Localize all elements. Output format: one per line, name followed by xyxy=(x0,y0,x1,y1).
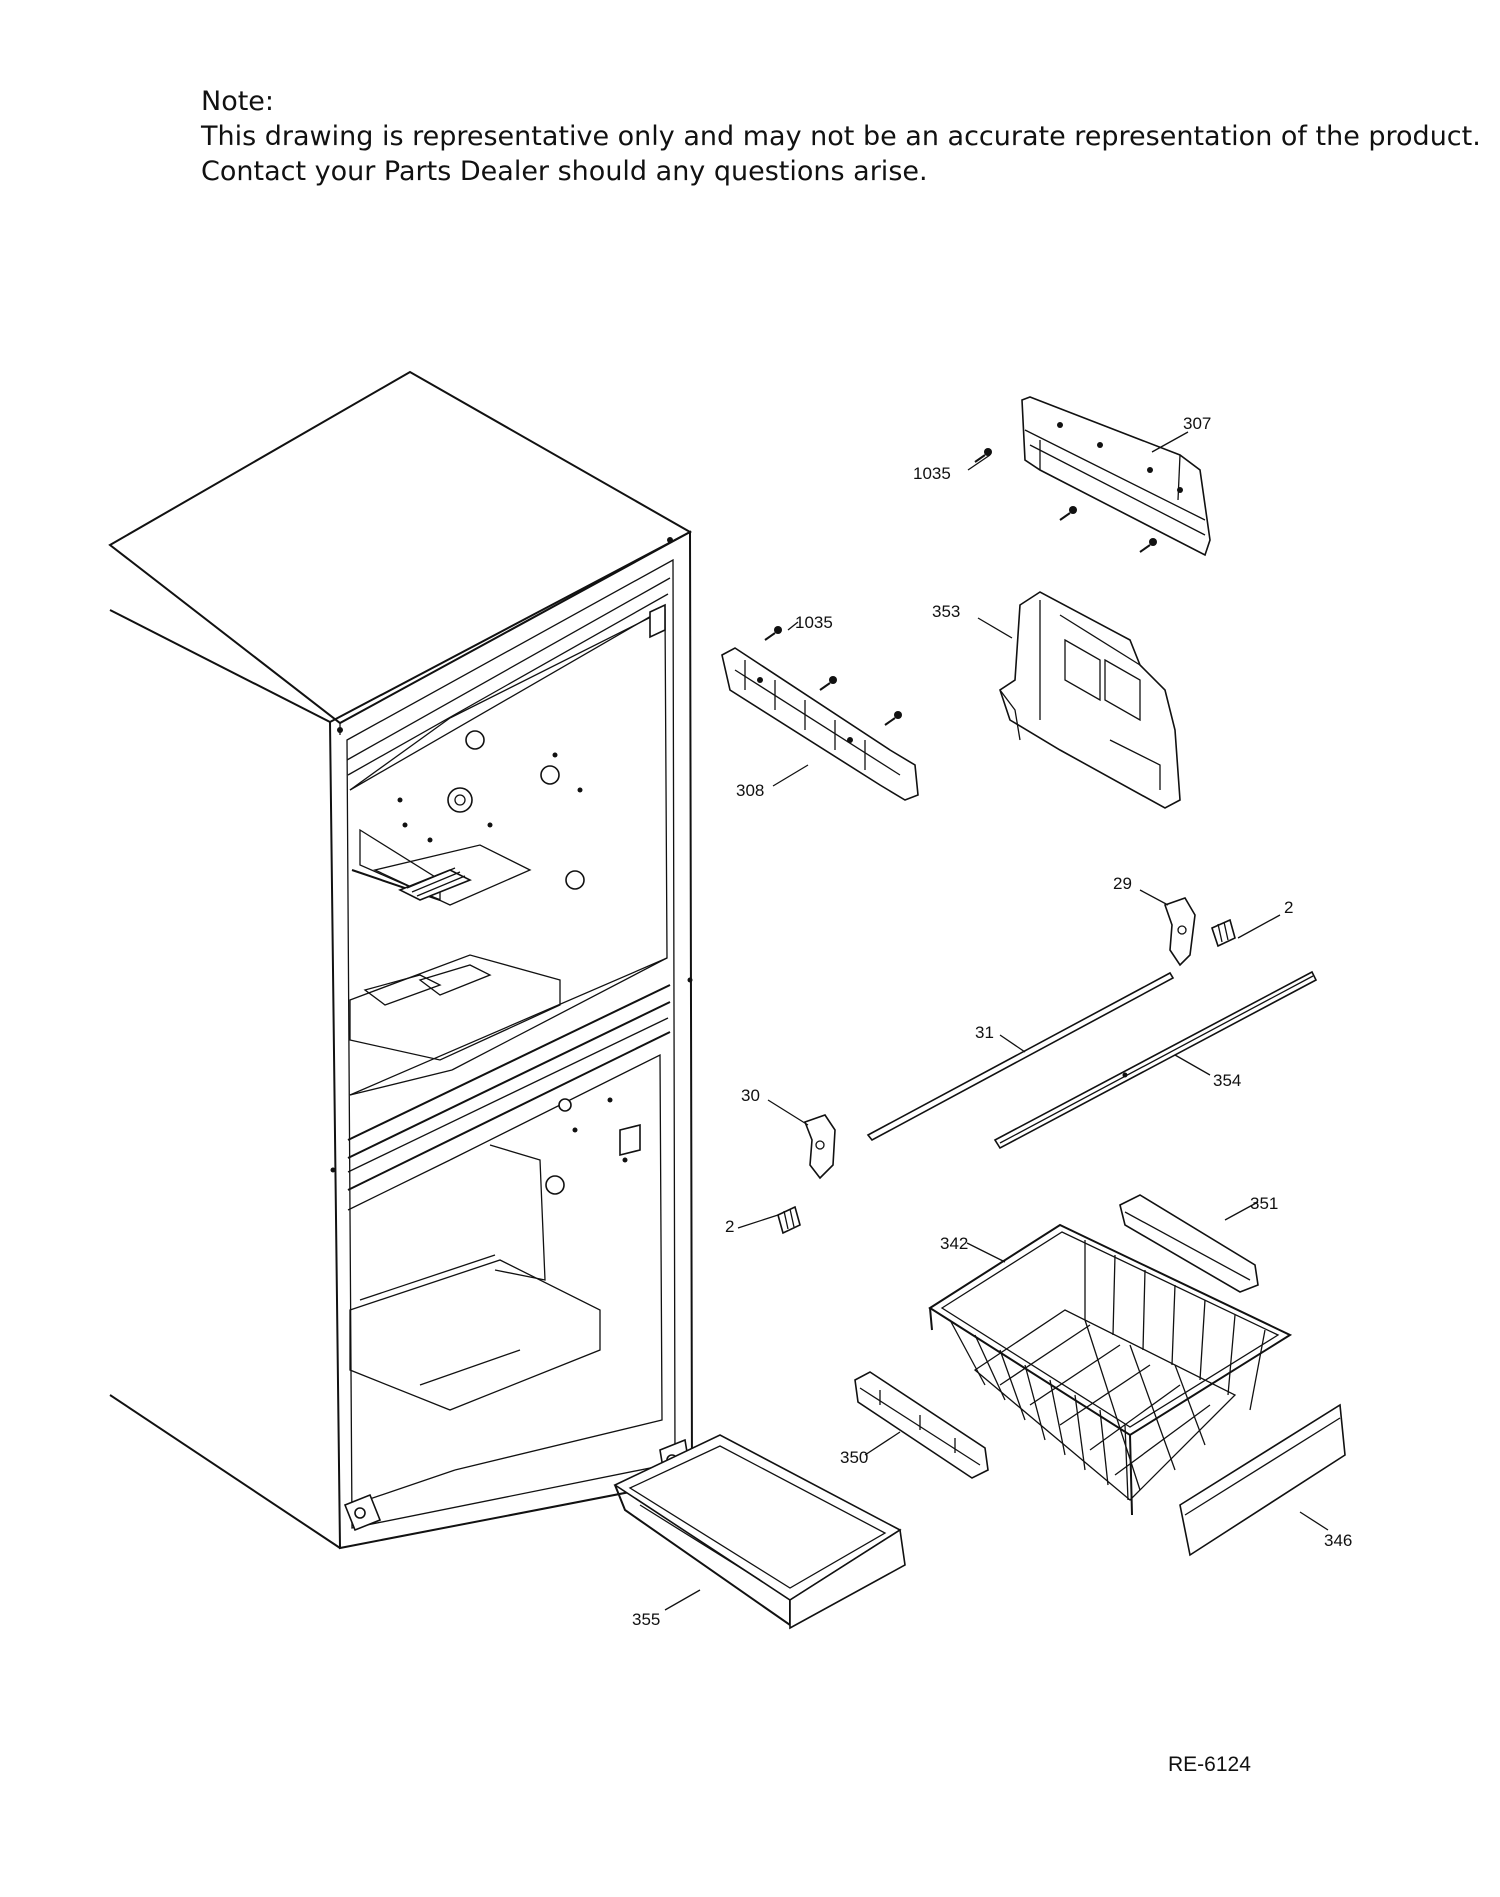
part-354-rail xyxy=(993,970,1318,1150)
callout-308: 308 xyxy=(736,781,764,800)
leader-lines xyxy=(664,431,1329,1611)
part-342-wire-basket xyxy=(928,1223,1293,1516)
callout-30: 30 xyxy=(741,1086,760,1105)
callout-2-lower: 2 xyxy=(725,1217,734,1236)
callout-2-upper: 2 xyxy=(1284,898,1293,917)
callout-351: 351 xyxy=(1250,1194,1278,1213)
vent-grille xyxy=(398,867,472,901)
part-355-pan xyxy=(613,1434,906,1630)
callout-353: 353 xyxy=(932,602,960,621)
part-29-hinge xyxy=(1163,897,1196,967)
part-2-pin-upper xyxy=(1211,918,1236,948)
part-308-bracket xyxy=(721,647,919,801)
callout-labels: 307 1035 1035 353 308 29 2 31 354 30 2 3… xyxy=(632,414,1352,1629)
screw-1035-lower xyxy=(764,626,902,726)
callout-29: 29 xyxy=(1113,874,1132,893)
callout-1035-lower: 1035 xyxy=(795,613,833,632)
callout-1035-upper: 1035 xyxy=(913,464,951,483)
part-346-drawer-front xyxy=(1179,1403,1346,1557)
note-line-2: Contact your Parts Dealer should any que… xyxy=(201,156,928,187)
callout-342: 342 xyxy=(940,1234,968,1253)
callout-355: 355 xyxy=(632,1610,660,1629)
part-350-slide xyxy=(854,1371,989,1479)
diagram-code: RE-6124 xyxy=(1168,1753,1251,1776)
part-353-frame xyxy=(999,591,1181,809)
disclaimer-note: Note: This drawing is representative onl… xyxy=(201,84,1481,189)
refrigerator-cabinet xyxy=(108,370,694,1550)
note-line-1: This drawing is representative only and … xyxy=(201,121,1481,152)
part-2-pin-lower xyxy=(777,1205,801,1235)
callout-350: 350 xyxy=(840,1448,868,1467)
callout-346: 346 xyxy=(1324,1531,1352,1550)
part-30-hinge xyxy=(803,1114,836,1180)
part-351-slide xyxy=(1119,1194,1259,1293)
screw-1035-upper xyxy=(974,448,1157,553)
callout-31: 31 xyxy=(975,1023,994,1042)
callout-354: 354 xyxy=(1213,1071,1241,1090)
part-307-bracket xyxy=(1021,396,1211,557)
part-31-rod xyxy=(866,971,1175,1142)
note-heading: Note: xyxy=(201,86,275,117)
callout-307: 307 xyxy=(1183,414,1211,433)
